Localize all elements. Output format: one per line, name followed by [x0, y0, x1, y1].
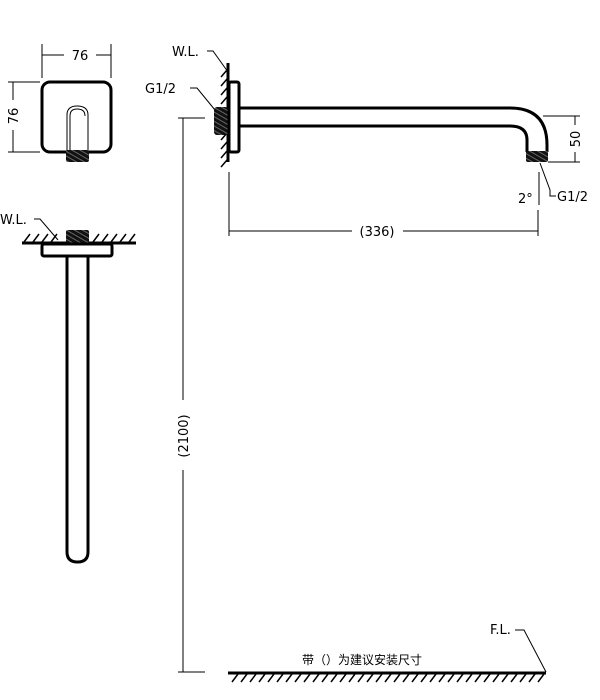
hatch-mark: [510, 673, 518, 683]
width-dimension: 76: [72, 49, 89, 64]
hatch-mark: [474, 673, 482, 683]
height-dimension: (2100): [177, 414, 192, 457]
hatch-mark: [357, 673, 365, 683]
installation-note: 带（）为建议安装尺寸: [302, 652, 422, 667]
front-view: W.L.: [0, 213, 136, 564]
top-view: 76 76: [7, 44, 113, 162]
hatch-mark: [411, 673, 419, 683]
hatch-mark: [267, 673, 275, 683]
floor-line: F.L. 带（）为建议安装尺寸: [228, 623, 547, 683]
hatch-mark: [276, 673, 284, 683]
drop-dimension: 50: [569, 131, 584, 148]
side-view: W.L. G1/2 50 2° G1/2 (336) (210: [145, 45, 588, 673]
hatch-mark: [249, 673, 257, 683]
hatch-mark: [483, 673, 491, 683]
wall-label: W.L.: [0, 213, 27, 228]
hatch-mark: [366, 673, 374, 683]
inlet-thread-label: G1/2: [145, 82, 176, 97]
floor-label: F.L.: [490, 623, 511, 638]
hatch-mark: [303, 673, 311, 683]
height-dimension: 76: [7, 108, 22, 125]
hatch-mark: [519, 673, 527, 683]
hatch-mark: [528, 673, 536, 683]
hatch-mark: [312, 673, 320, 683]
wall-label: W.L.: [172, 45, 199, 60]
hatch-mark: [384, 673, 392, 683]
angle-label: 2°: [518, 192, 533, 207]
hatch-mark: [330, 673, 338, 683]
hatch-mark: [456, 673, 464, 683]
outlet-thread-label: G1/2: [557, 190, 588, 205]
hatch-mark: [501, 673, 509, 683]
hatch-mark: [393, 673, 401, 683]
length-dimension: (336): [360, 225, 395, 240]
hatch-mark: [339, 673, 347, 683]
hatch-mark: [537, 673, 545, 683]
hatch-mark: [492, 673, 500, 683]
hatch-mark: [240, 673, 248, 683]
hatch-mark: [258, 673, 266, 683]
hatch-mark: [402, 673, 410, 683]
hatch-mark: [420, 673, 428, 683]
hatch-mark: [231, 673, 239, 683]
hatch-mark: [447, 673, 455, 683]
hatch-mark: [438, 673, 446, 683]
hatch-mark: [348, 673, 356, 683]
hatch-mark: [321, 673, 329, 683]
hatch-mark: [429, 673, 437, 683]
hatch-mark: [294, 673, 302, 683]
hatch-mark: [285, 673, 293, 683]
hatch-mark: [465, 673, 473, 683]
thread-icon: [66, 150, 89, 162]
hatch-mark: [375, 673, 383, 683]
